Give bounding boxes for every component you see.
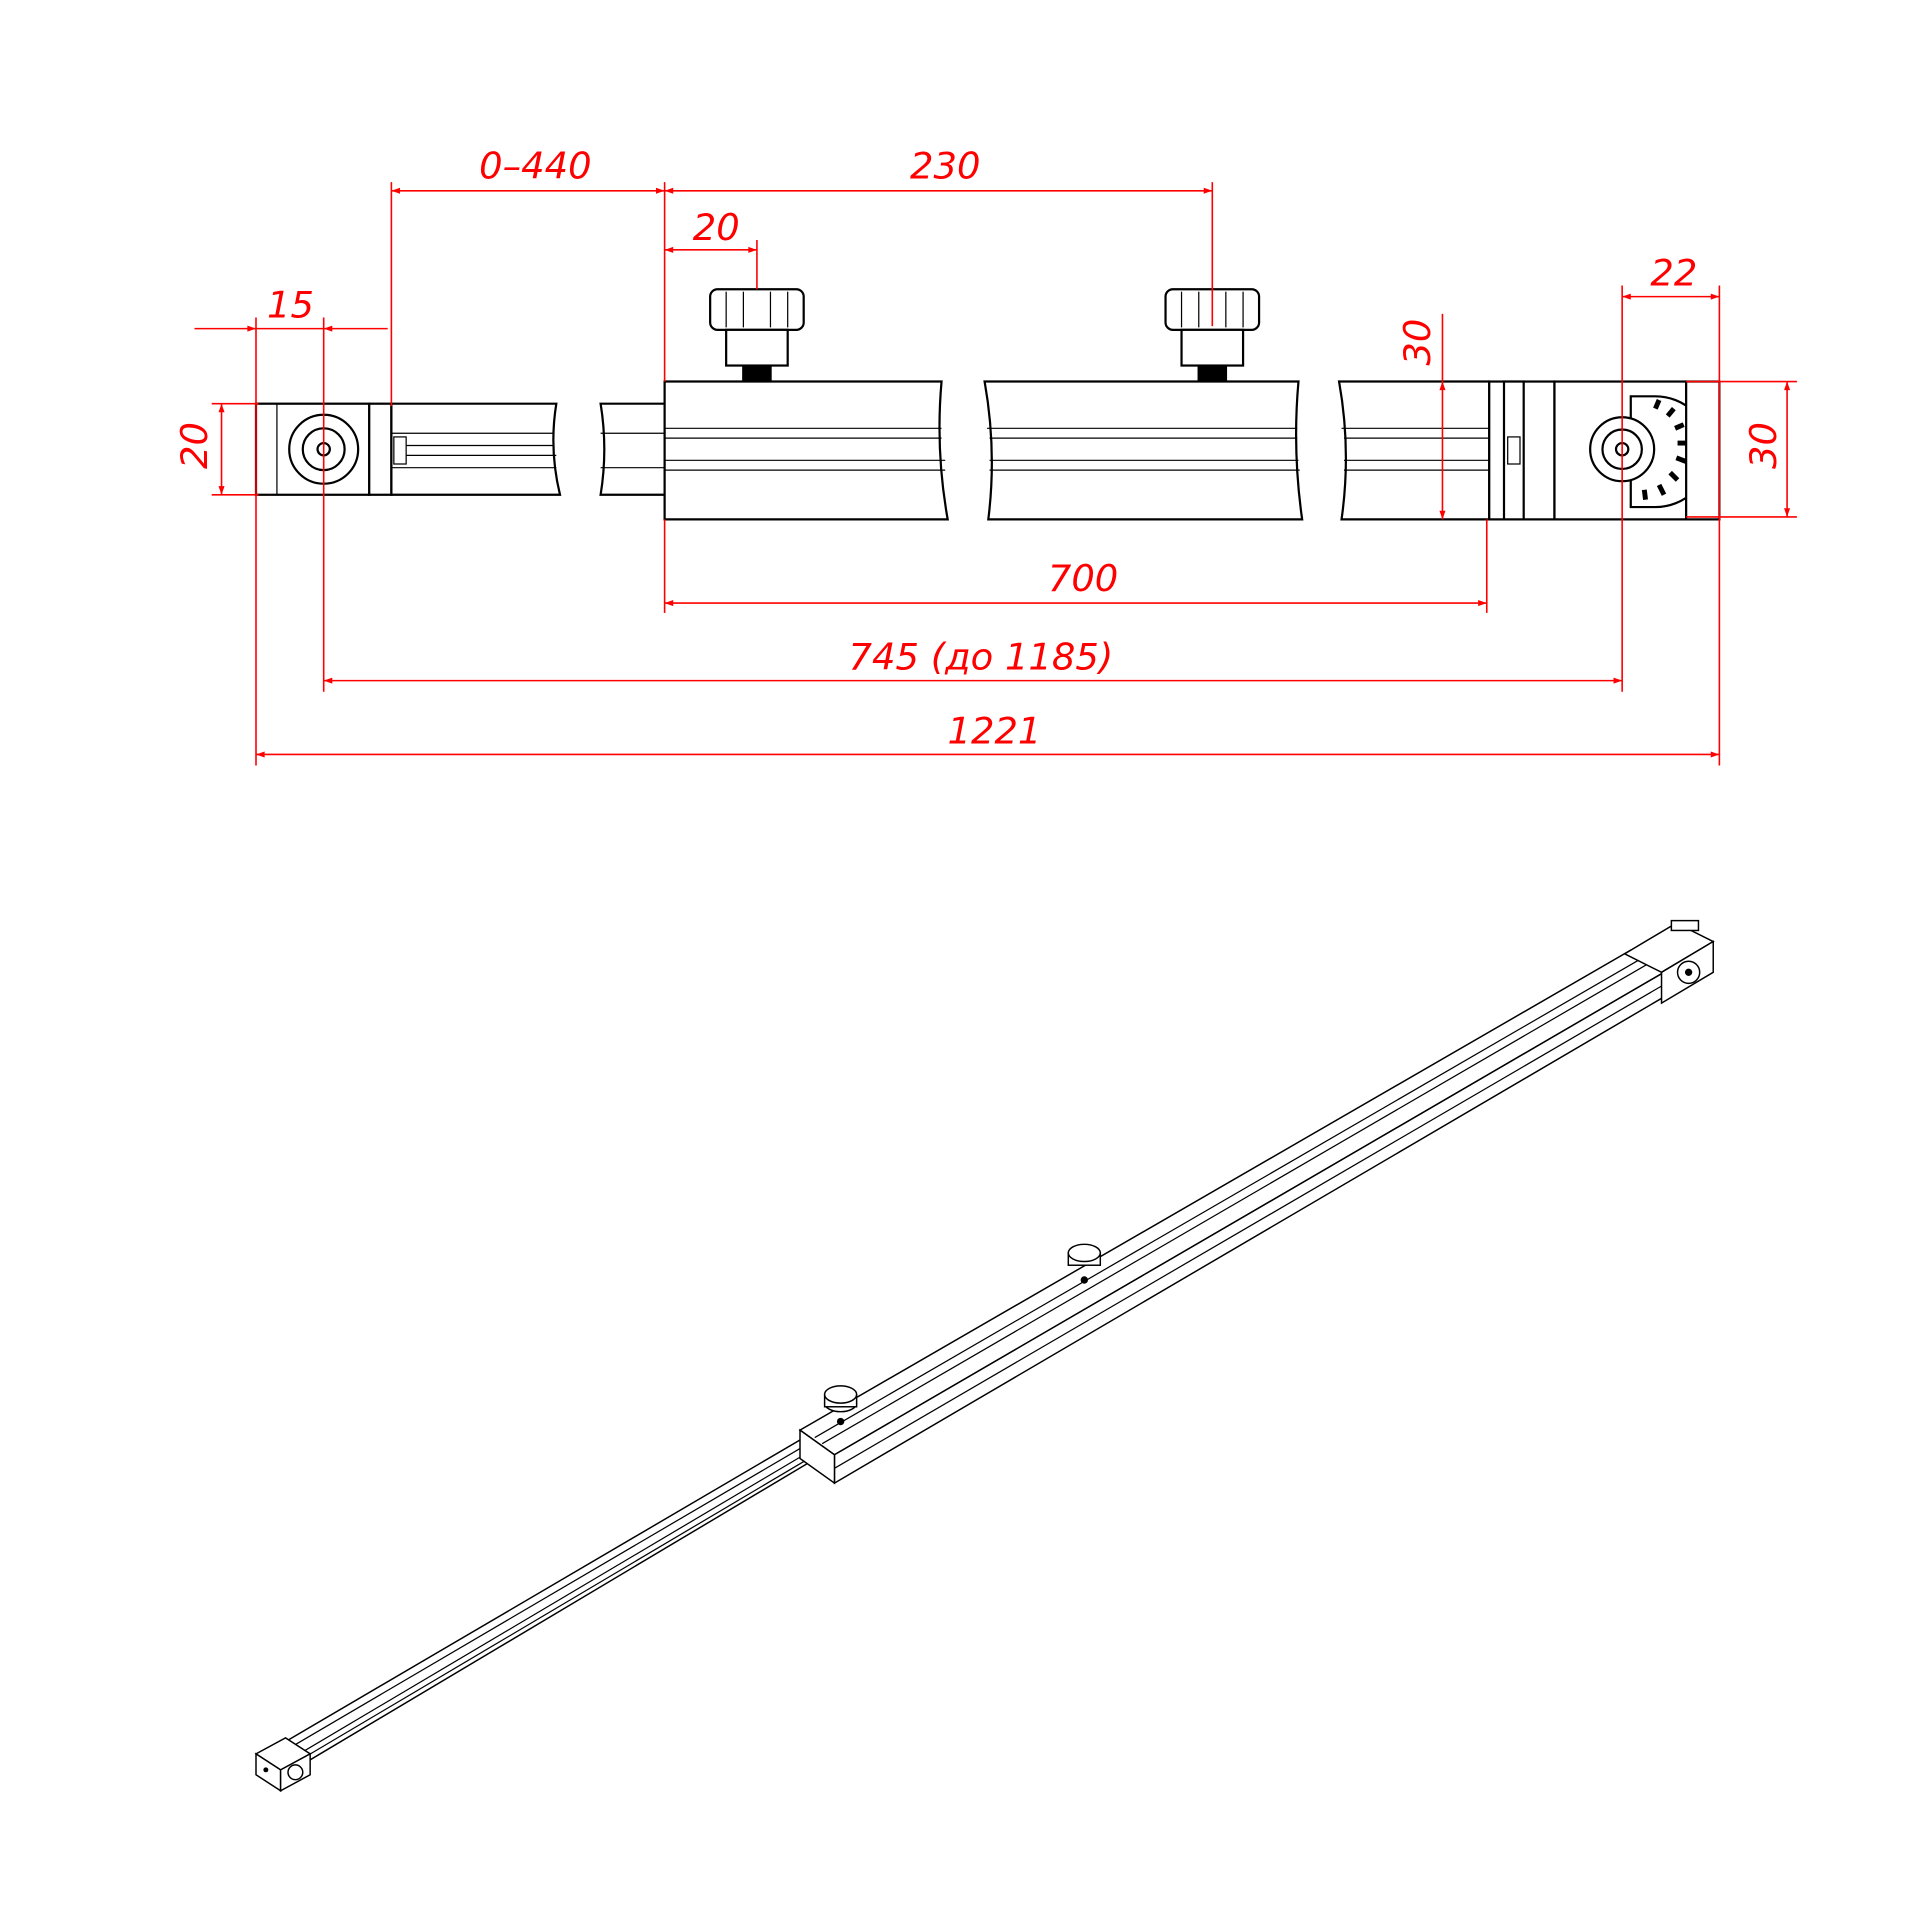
- iso-inner-rail: [263, 1439, 824, 1774]
- dim-overall-length: 1221: [947, 709, 1041, 752]
- dim-knob-spacing: 230: [910, 144, 980, 187]
- iso-left-end-block: [254, 1736, 312, 1793]
- dim-right-pivot-offset: 22: [1650, 252, 1697, 295]
- right-connector: [1488, 380, 1556, 521]
- dim-pivot-span: 745 (до 1185): [849, 636, 1114, 679]
- dim-left-height: 20: [173, 422, 216, 469]
- dim-knob-offset: 20: [693, 206, 740, 249]
- iso-outer-tube: [798, 949, 1666, 1485]
- isometric-view: [254, 919, 1715, 1793]
- side-view: [254, 288, 1721, 521]
- dimensions: 0–440 230 20 15 20 30 22 30 700 745 (до …: [173, 144, 1797, 766]
- inner-rail: [390, 402, 666, 496]
- iso-knob-2: [1067, 1243, 1102, 1284]
- dim-tube-length: 700: [1048, 557, 1118, 600]
- dim-tube-height: 30: [1396, 319, 1439, 366]
- dim-left-pivot-offset: 15: [267, 284, 314, 327]
- dim-slide-range: 0–440: [479, 144, 591, 187]
- right-end-block: [1553, 380, 1721, 521]
- iso-knob-1: [823, 1385, 858, 1426]
- knob-1: [709, 288, 805, 382]
- iso-right-end-block: [1623, 919, 1715, 1005]
- outer-tube: [663, 380, 1491, 521]
- dim-right-height: 30: [1742, 422, 1785, 469]
